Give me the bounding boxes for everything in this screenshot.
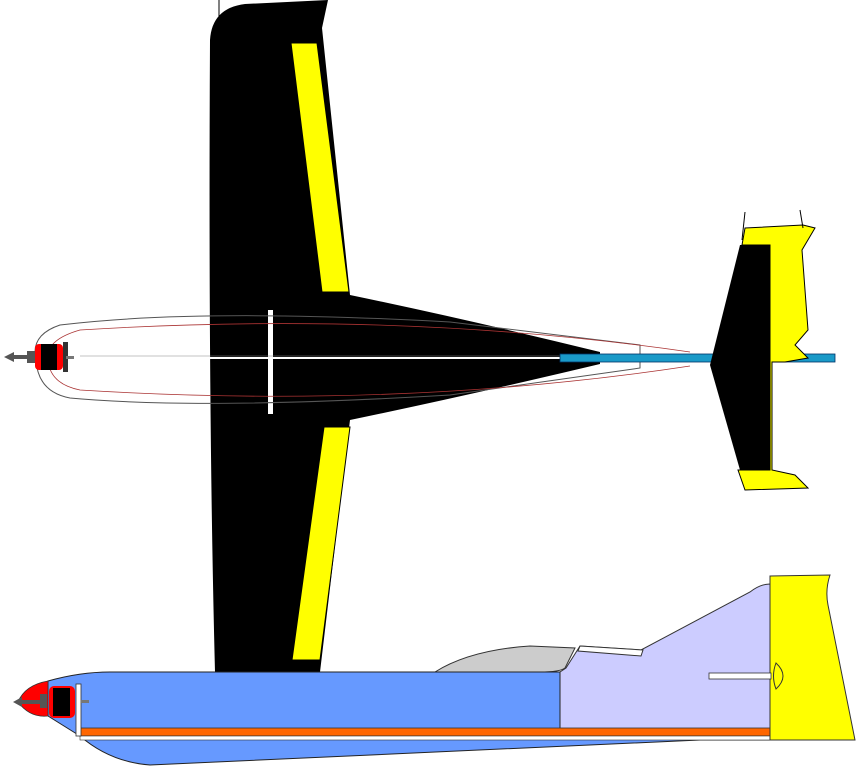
elevator-tip-ref — [799, 209, 804, 229]
fuselage-stripe — [79, 727, 771, 737]
stabilizer-side — [708, 672, 772, 680]
elevator-hinge-ref — [741, 211, 746, 241]
spinner-icon — [13, 697, 22, 707]
fuselage-stripe-white — [79, 735, 771, 741]
tail-boom — [559, 353, 836, 363]
spinner-icon — [4, 352, 14, 362]
aileron-bottom — [291, 426, 351, 661]
motor-side — [13, 680, 89, 737]
aileron-top — [290, 42, 350, 293]
fin — [559, 583, 771, 736]
elevator — [737, 224, 816, 491]
rudder — [769, 574, 856, 741]
wing-spar — [268, 310, 273, 414]
top-view — [4, 0, 836, 672]
rudder-horn — [773, 662, 784, 690]
horizontal-stabilizer — [710, 245, 772, 470]
canopy — [433, 645, 576, 673]
side-view — [13, 574, 856, 766]
canopy-frame — [577, 645, 644, 657]
motor-top — [4, 342, 74, 372]
